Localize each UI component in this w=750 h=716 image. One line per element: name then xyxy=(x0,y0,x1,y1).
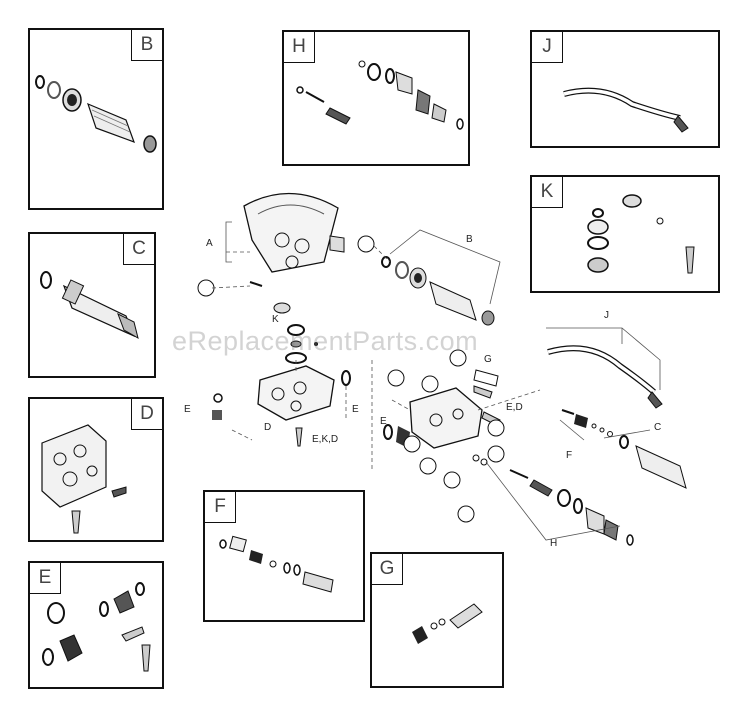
panel-k-label: K xyxy=(532,177,563,208)
callout-f: F xyxy=(566,450,572,461)
leader-lines xyxy=(211,245,541,470)
panel-j: J xyxy=(530,30,720,148)
bracket-lines xyxy=(225,221,661,541)
callout-e-mid: E xyxy=(352,404,359,415)
panel-e-drawing xyxy=(42,582,151,672)
panel-j-drawing xyxy=(563,87,689,133)
callout-e-right: E xyxy=(380,416,387,427)
panel-b-drawing xyxy=(35,75,157,153)
panel-g-label: G xyxy=(372,554,403,585)
callout-h: H xyxy=(550,538,557,549)
callout-j: J xyxy=(604,310,609,321)
callout-d: D xyxy=(264,422,271,433)
callout-k: K xyxy=(272,314,279,325)
panel-b-label: B xyxy=(131,30,162,61)
panel-e-label: E xyxy=(30,563,61,594)
panel-b: B xyxy=(28,28,164,210)
panel-h: H xyxy=(282,30,470,166)
callout-b: B xyxy=(466,234,473,245)
callout-ekd: E,K,D xyxy=(312,434,338,445)
panel-c: C xyxy=(28,232,156,378)
panel-d-label: D xyxy=(131,399,162,430)
callout-g: G xyxy=(484,354,492,365)
callout-c: C xyxy=(654,422,661,433)
panel-k: K xyxy=(530,175,720,293)
callout-e-left: E xyxy=(184,404,191,415)
panel-d-drawing xyxy=(41,424,127,534)
panel-j-label: J xyxy=(532,32,563,63)
circled-callouts xyxy=(197,235,505,523)
panel-d: D xyxy=(28,397,164,542)
panel-g-drawing xyxy=(412,603,483,644)
panel-g: G xyxy=(370,552,504,688)
panel-f-drawing xyxy=(219,535,334,593)
panel-c-label: C xyxy=(123,234,154,265)
panel-h-label: H xyxy=(284,32,315,63)
panel-f-label: F xyxy=(205,492,236,523)
panel-e: E xyxy=(28,561,164,689)
panel-c-drawing xyxy=(40,271,139,340)
callout-a: A xyxy=(206,238,213,249)
panel-f: F xyxy=(203,490,365,622)
panel-h-drawing xyxy=(296,60,464,130)
panel-k-drawing xyxy=(587,194,695,274)
callout-ed: E,D xyxy=(506,402,523,413)
